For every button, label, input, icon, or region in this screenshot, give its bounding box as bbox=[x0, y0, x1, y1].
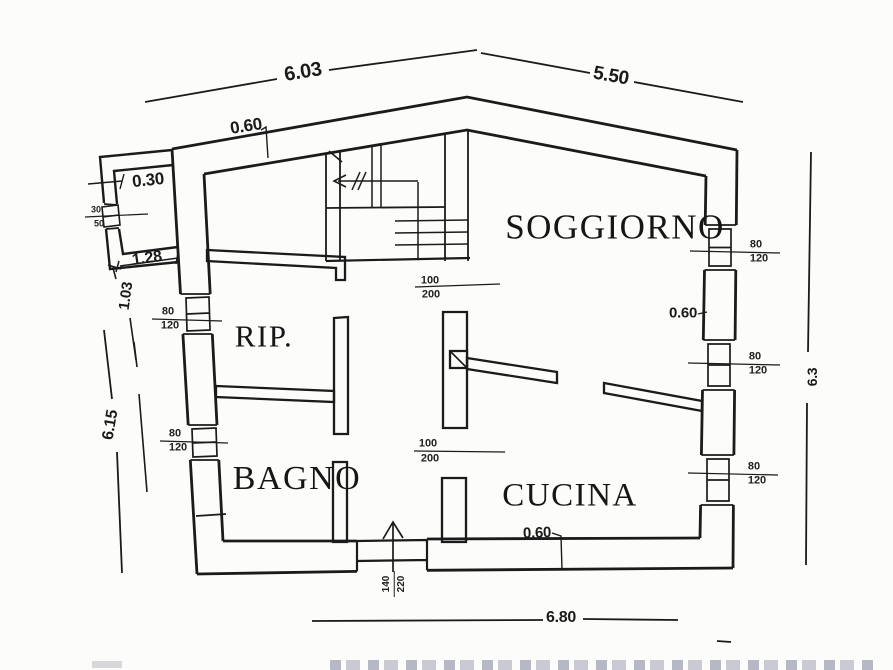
bagno-right-wall bbox=[331, 460, 349, 544]
bar-100-200-top bbox=[414, 283, 501, 288]
soggiorno-cucina-wall-right bbox=[602, 381, 704, 413]
window-left-1 bbox=[180, 293, 213, 335]
dim-right-wall-thickness: 0.60 bbox=[669, 304, 697, 322]
leader-0-60-bottom bbox=[551, 532, 563, 571]
bar-80-120-right2 bbox=[687, 362, 781, 366]
bar-80-120-left1 bbox=[151, 318, 223, 322]
stair-dividers bbox=[371, 145, 382, 208]
room-label-bagno: BAGNO bbox=[232, 460, 362, 497]
stair-direction-arrow bbox=[332, 174, 418, 188]
windows bbox=[180, 224, 737, 506]
dim-bottom-width: 6.80 bbox=[546, 609, 576, 626]
bar-30-50 bbox=[84, 213, 149, 218]
room-label-cucina: CUCINA bbox=[502, 477, 638, 514]
left-wall-outer bbox=[170, 148, 199, 575]
cutoff-watermark-fragment bbox=[92, 661, 122, 668]
dim-annex-wall: 0.30 bbox=[131, 168, 165, 192]
dim-line-6-80 bbox=[311, 618, 732, 643]
rip-bottom-wall bbox=[214, 384, 336, 404]
entrance-door-height: 220 bbox=[395, 575, 407, 593]
soggiorno-cucina-wall-left bbox=[465, 356, 559, 385]
interior-walls bbox=[205, 248, 704, 544]
dim-line-1-03 bbox=[107, 264, 137, 361]
dim-bottom-wall-thickness: 0.60 bbox=[522, 524, 552, 542]
door-top-width: 100 bbox=[420, 274, 440, 287]
window-left-2 bbox=[188, 424, 219, 461]
small-window-width: 30 bbox=[90, 204, 102, 215]
dim-top-wall-thickness: 0.60 bbox=[228, 114, 264, 138]
window-right-2 bbox=[702, 339, 736, 391]
dim-line-1-28 bbox=[115, 252, 179, 273]
bar-80-120-right1 bbox=[689, 250, 781, 254]
leader-0-60-right bbox=[697, 311, 708, 315]
right-wall-outer bbox=[731, 149, 739, 569]
rip-right-wall bbox=[332, 315, 350, 436]
window-right-1-width: 80 bbox=[749, 238, 763, 251]
dim-line-1-03-ext bbox=[133, 341, 148, 493]
dim-right-height: 6.3 bbox=[804, 367, 820, 387]
door-top-height: 200 bbox=[421, 288, 441, 301]
stair-right-wall bbox=[444, 131, 469, 261]
room-label-rip: RIP. bbox=[234, 318, 294, 354]
pillar-diagonal bbox=[449, 350, 468, 369]
bar-80-120-right3 bbox=[687, 472, 779, 476]
right-wall-inner bbox=[698, 175, 708, 539]
room-label-soggiorno: SOGGIORNO bbox=[505, 207, 725, 247]
cutoff-watermark-strip bbox=[330, 660, 875, 670]
dim-line-right-height bbox=[805, 151, 812, 566]
stair-treads bbox=[394, 219, 469, 246]
bar-80-120-left2 bbox=[159, 440, 229, 444]
corridor-right-wall bbox=[441, 310, 469, 430]
dim-line-0-30 bbox=[87, 173, 125, 190]
window-left-2-height: 120 bbox=[168, 441, 188, 454]
fraction-bar bbox=[393, 571, 395, 597]
stair-break-marks bbox=[351, 171, 367, 191]
top-wall-outer bbox=[171, 95, 738, 152]
dim-line-6-03 bbox=[144, 49, 478, 103]
door-bottom-width: 100 bbox=[418, 437, 438, 450]
stair-bottom-line bbox=[325, 256, 471, 263]
window-left-1-width: 80 bbox=[161, 305, 175, 318]
small-window-height: 50 bbox=[93, 218, 105, 229]
bar-100-200-bottom bbox=[413, 450, 506, 453]
entrance-jambs bbox=[355, 538, 429, 572]
stair-landing-line bbox=[325, 206, 446, 209]
dim-line-6-15 bbox=[103, 329, 123, 574]
window-right-1 bbox=[704, 224, 737, 271]
entrance-door-size: 140 220 bbox=[380, 571, 407, 597]
left-wall-niche-line bbox=[195, 513, 227, 517]
annex-inner bbox=[112, 163, 179, 256]
leader-0-60-top bbox=[260, 125, 269, 159]
door-bottom-height: 200 bbox=[420, 452, 440, 465]
window-left-1-height: 120 bbox=[160, 319, 180, 332]
bottom-wall-inner bbox=[223, 536, 701, 543]
window-left-2-width: 80 bbox=[168, 427, 182, 440]
window-right-3 bbox=[700, 454, 734, 506]
bottom-wall-outer bbox=[196, 566, 734, 576]
rip-top-wall bbox=[205, 248, 347, 282]
entrance-door-arrow bbox=[382, 520, 404, 572]
top-wall-inner bbox=[203, 128, 707, 178]
window-right-3-height: 120 bbox=[747, 474, 767, 487]
left-wall-inner bbox=[202, 173, 225, 542]
window-right-2-width: 80 bbox=[748, 350, 762, 363]
stair-left-wall bbox=[325, 151, 341, 261]
dim-line-5-50 bbox=[480, 52, 744, 103]
cucina-left-wall bbox=[440, 476, 468, 544]
window-right-1-height: 120 bbox=[749, 252, 769, 265]
dimension-lines bbox=[84, 49, 812, 643]
window-right-3-width: 80 bbox=[747, 460, 761, 473]
window-right-2-height: 120 bbox=[748, 364, 768, 377]
entrance-door-width: 140 bbox=[380, 575, 392, 593]
annex-outer bbox=[98, 148, 179, 271]
dim-left-upper-height: 1.03 bbox=[115, 280, 137, 312]
staircase bbox=[325, 131, 471, 263]
stair-top-tick bbox=[328, 150, 343, 163]
